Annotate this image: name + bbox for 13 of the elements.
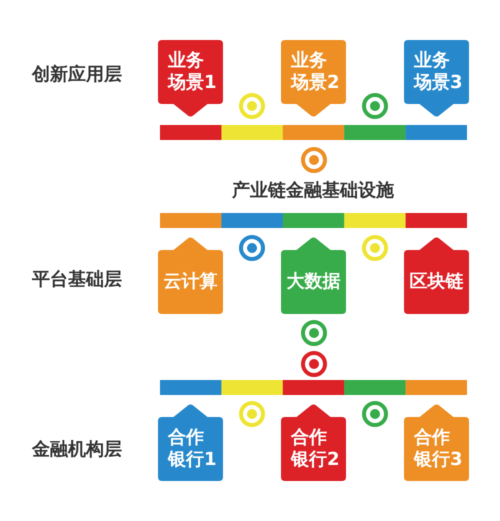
section-heading: 产业链金融基础设施 xyxy=(232,180,394,202)
callout-box: 云计算 xyxy=(158,237,223,314)
callout-box: 业务场景3 xyxy=(404,40,469,117)
callout-box: 大数据 xyxy=(281,237,346,314)
callout-box: 区块链 xyxy=(404,237,469,314)
callout-box: 合作银行2 xyxy=(281,404,346,481)
callout-box: 业务场景1 xyxy=(158,40,223,117)
callout-box: 合作银行3 xyxy=(404,404,469,481)
layer-label: 平台基础层 xyxy=(32,269,122,291)
layer-label: 金融机构层 xyxy=(32,439,122,461)
callout-box: 业务场景2 xyxy=(281,40,346,117)
callout-box: 合作银行1 xyxy=(158,404,223,481)
layer-label: 创新应用层 xyxy=(32,64,122,86)
